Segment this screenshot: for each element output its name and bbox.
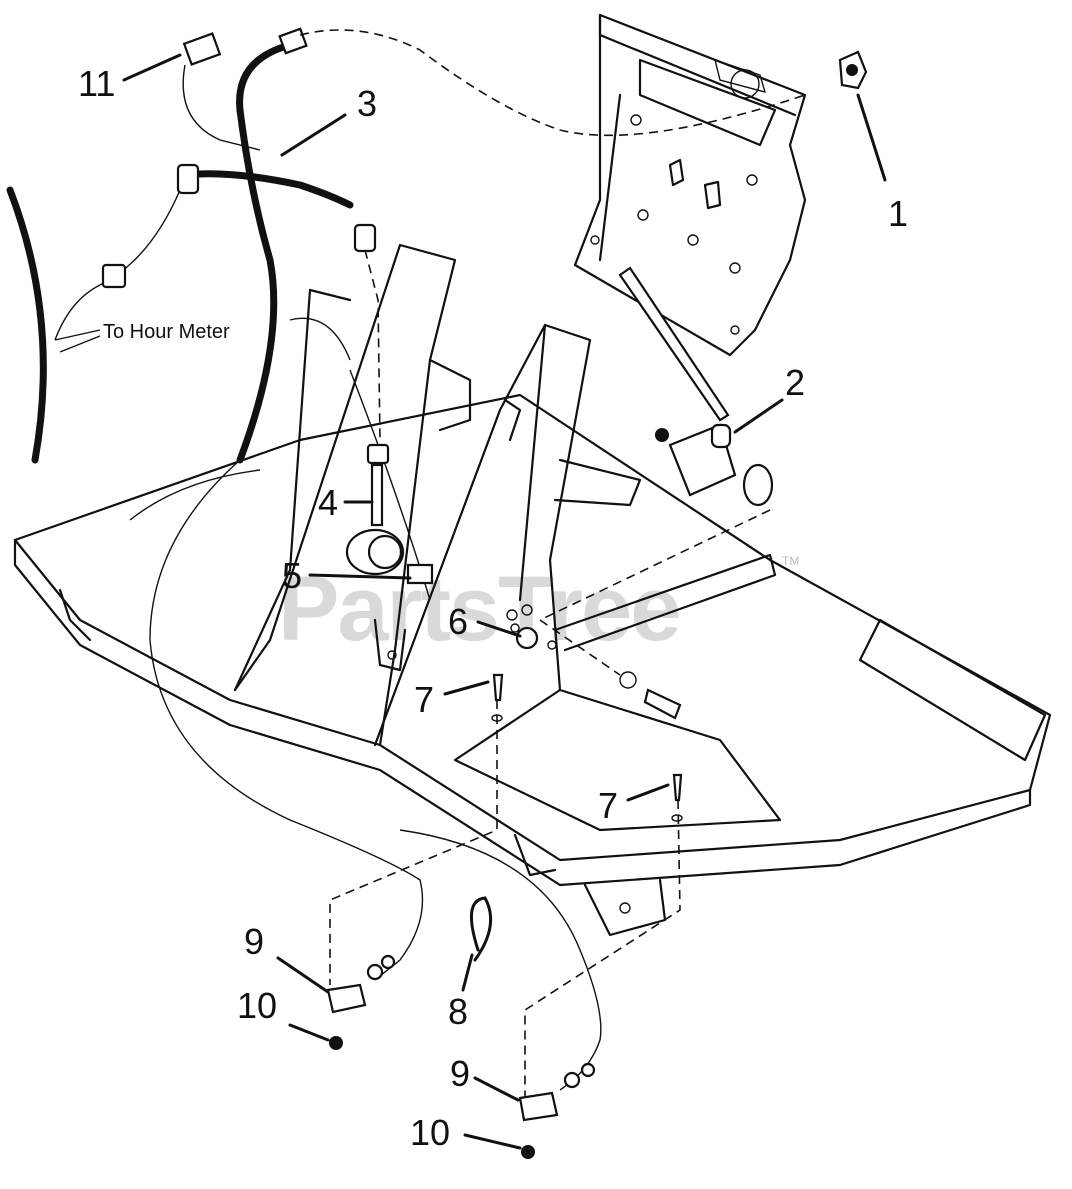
callout-7a: 7	[414, 679, 434, 720]
watermark-trademark: TM	[782, 554, 799, 568]
part-4-5-switch-assembly	[345, 443, 434, 585]
part-2-shaft-bracket	[618, 266, 774, 507]
dash-panel	[573, 13, 807, 357]
assembly-routing-lines	[299, 29, 806, 1100]
watermark-text: PartsTree	[278, 558, 679, 660]
callout-3: 3	[357, 83, 377, 124]
callout-9b: 9	[450, 1053, 470, 1094]
callout-10a: 10	[237, 985, 277, 1026]
callout-9a: 9	[244, 921, 264, 962]
callout-8: 8	[448, 991, 468, 1032]
part-1-switch	[838, 50, 868, 90]
callout-2: 2	[785, 362, 805, 403]
part-8-clip	[469, 896, 493, 962]
hour-meter-label: To Hour Meter	[103, 321, 230, 343]
callout-5: 5	[282, 555, 302, 596]
fender-panels	[233, 243, 642, 747]
callout-7b: 7	[598, 785, 618, 826]
callout-4: 4	[318, 482, 338, 523]
callout-11: 11	[78, 63, 115, 104]
part-9-10-lower-switches	[326, 954, 596, 1159]
callout-leaders	[122, 53, 887, 1150]
callout-1: 1	[888, 193, 908, 234]
part-6-7-fasteners	[491, 604, 683, 822]
callout-6: 6	[448, 601, 468, 642]
wiring-harness	[6, 27, 602, 1091]
mower-frame	[13, 393, 1052, 937]
callout-10b: 10	[410, 1112, 450, 1153]
